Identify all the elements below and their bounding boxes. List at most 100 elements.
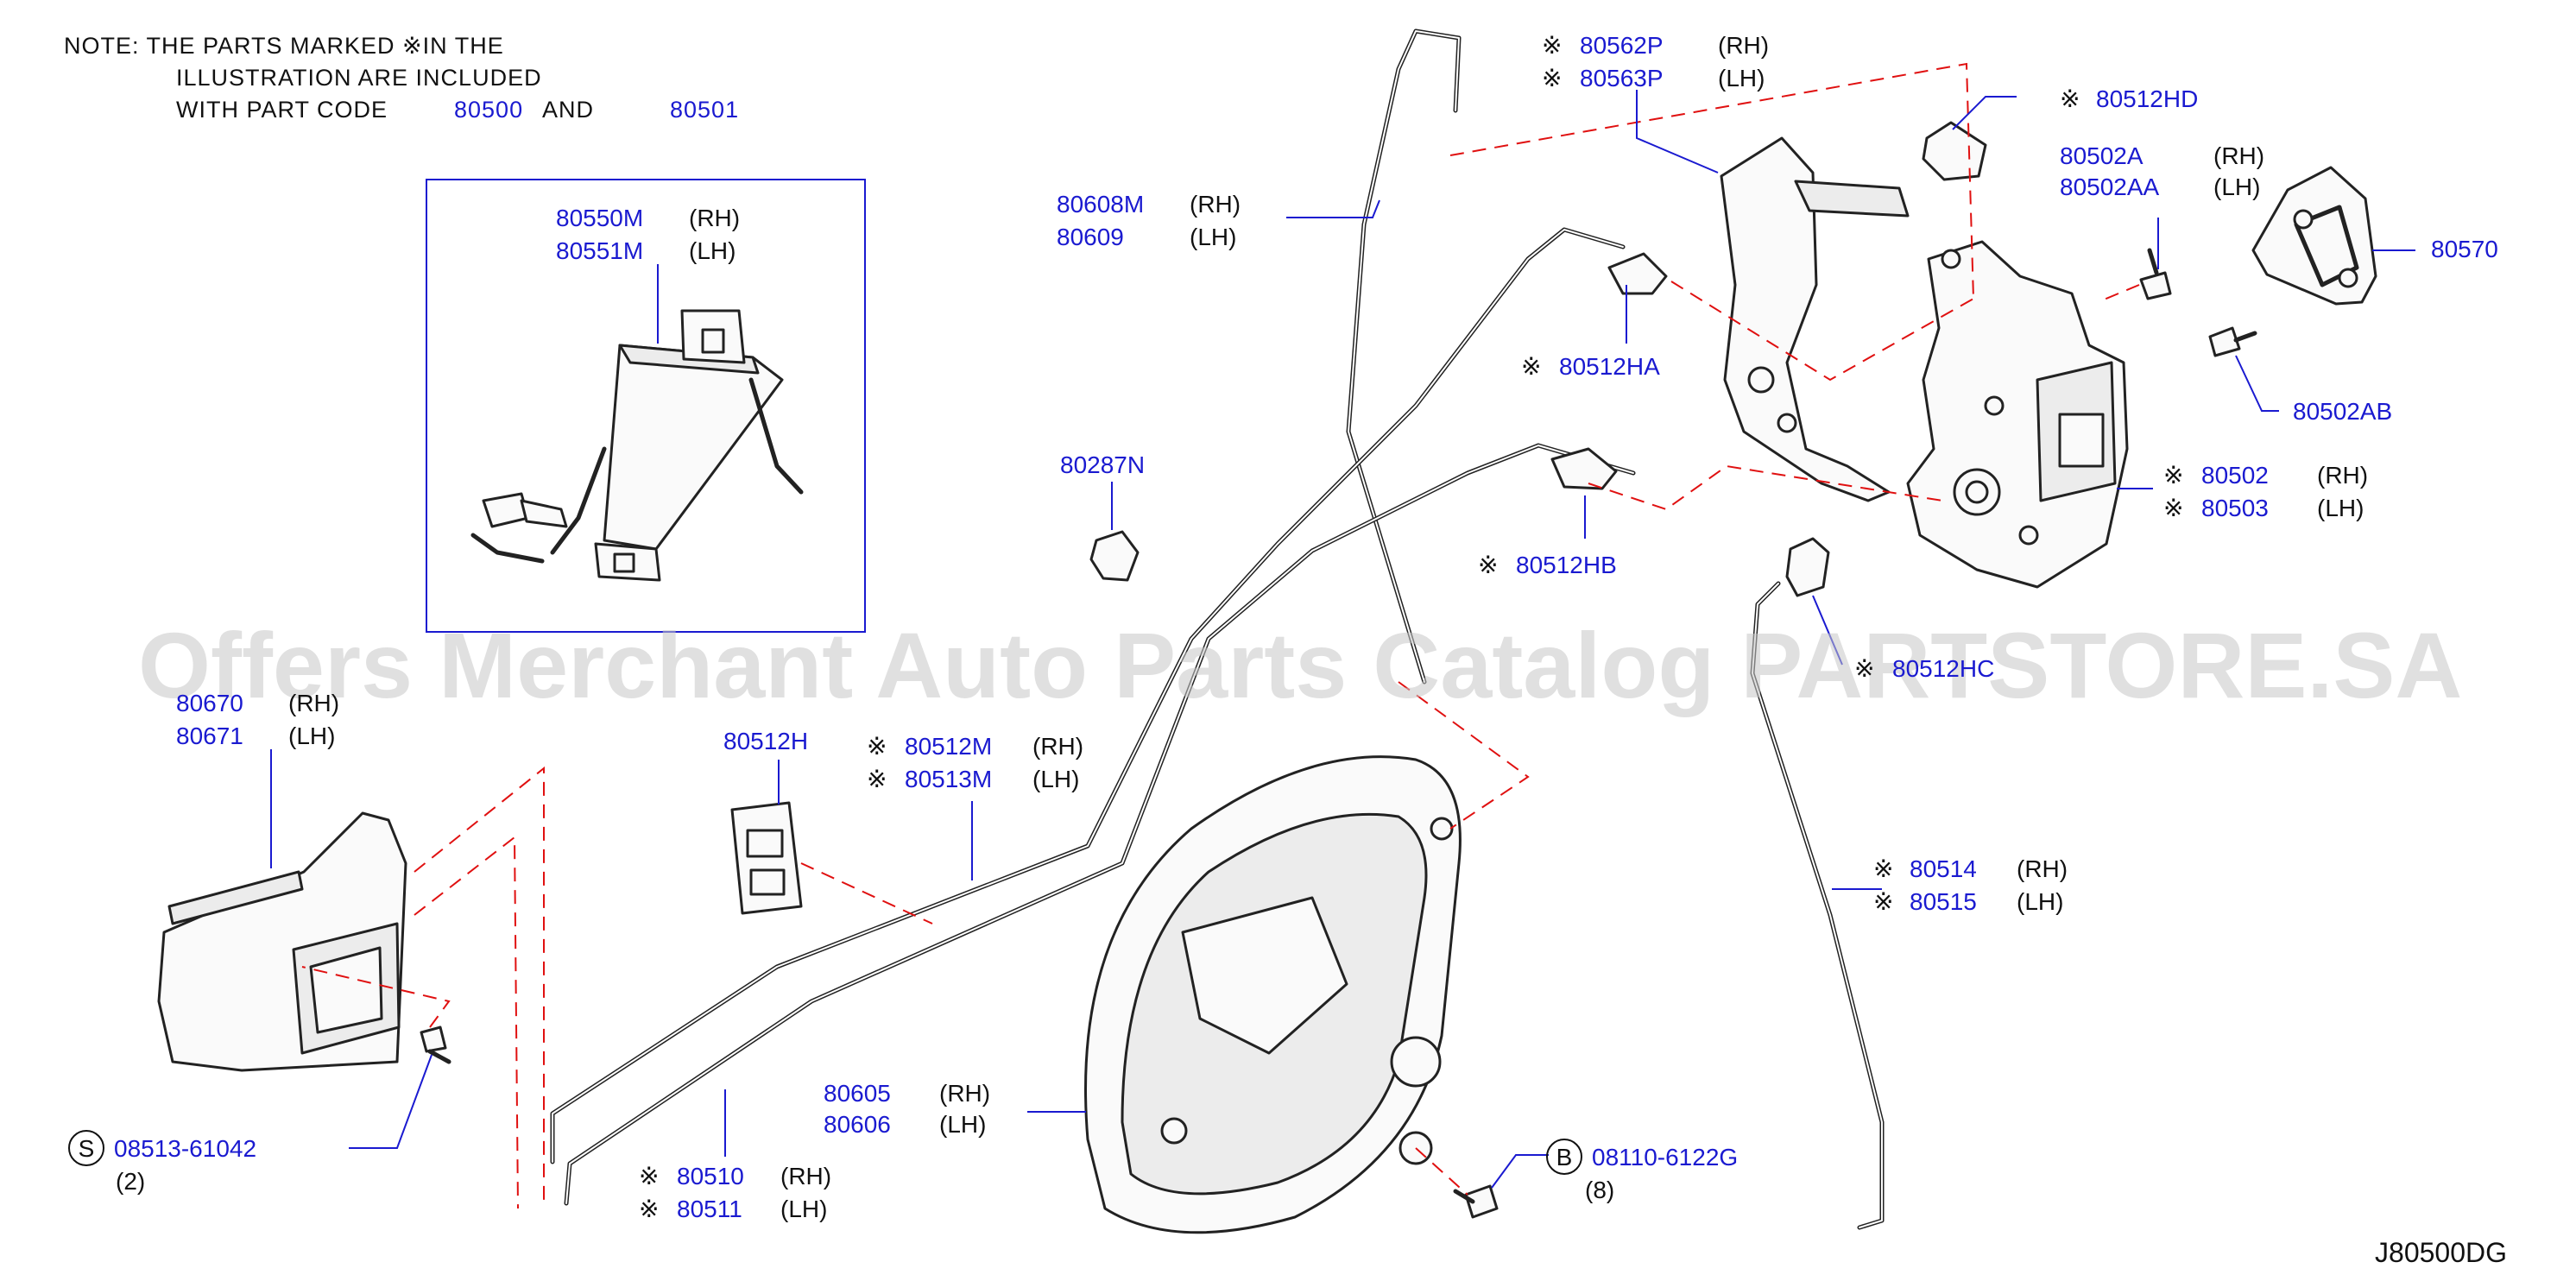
side-rh: (RH) [1190, 191, 1241, 218]
part-number-80563p[interactable]: 80563P [1580, 65, 1664, 92]
part-number-80515[interactable]: 80515 [1910, 888, 1977, 915]
screw-80502ab-illustration [2208, 326, 2257, 357]
side-rh: (RH) [689, 205, 740, 231]
part-number-80512hc[interactable]: 80512HC [1892, 655, 1994, 682]
clip-80512hb-illustration [1550, 447, 1618, 490]
part-number-80512h[interactable]: 80512H [723, 728, 808, 754]
included-mark: ※ [867, 733, 887, 760]
included-mark: ※ [1542, 65, 1562, 92]
part-number-80502ab[interactable]: 80502AB [2293, 398, 2392, 425]
part-number-80503[interactable]: 80503 [2201, 495, 2269, 521]
callout-80550m: 80550M (RH) 80551M (LH) [556, 205, 740, 264]
striker-80570-illustration [2251, 166, 2377, 306]
callout-80510: ※ 80510 (RH) ※ 80511 (LH) [639, 1163, 831, 1222]
part-number-80512hb[interactable]: 80512HB [1516, 552, 1617, 578]
included-mark: ※ [867, 766, 887, 792]
side-lh: (LH) [2317, 495, 2364, 521]
part-number-80510[interactable]: 80510 [677, 1163, 744, 1190]
inside-handle-80605-illustration [1084, 755, 1462, 1234]
note-block: NOTE: THE PARTS MARKED ※IN THE ILLUSTRAT… [64, 33, 739, 123]
side-rh: (RH) [1032, 733, 1083, 760]
part-number-80606[interactable]: 80606 [824, 1111, 891, 1138]
callout-80562p: ※ 80562P (RH) ※ 80563P (LH) [1542, 32, 1769, 92]
side-rh: (RH) [1718, 32, 1769, 59]
part-number-80512ha[interactable]: 80512HA [1559, 353, 1660, 380]
note-line-2: ILLUSTRATION ARE INCLUDED [176, 65, 542, 91]
callout-80512m: ※ 80512M (RH) ※ 80513M (LH) [867, 733, 1083, 792]
included-mark: ※ [639, 1196, 659, 1222]
callout-80514: ※ 80514 (RH) ※ 80515 (LH) [1873, 855, 2068, 915]
part-number-80670[interactable]: 80670 [176, 690, 243, 716]
side-lh: (LH) [939, 1111, 986, 1138]
included-mark: ※ [1873, 855, 1893, 882]
part-number-80287n[interactable]: 80287N [1060, 451, 1145, 478]
clip-80512hc-illustration [1785, 537, 1830, 597]
part-number-80502[interactable]: 80502 [2201, 462, 2269, 489]
quantity: (2) [116, 1168, 145, 1195]
badge-letter: S [79, 1135, 95, 1162]
part-number-80570[interactable]: 80570 [2431, 236, 2498, 262]
callout-80502: ※ 80502 (RH) ※ 80503 (LH) [2163, 462, 2368, 521]
leader-lines [270, 90, 2415, 1189]
callout-80512ha: ※ 80512HA [1521, 353, 1660, 380]
callout-80512hb: ※ 80512HB [1478, 552, 1617, 578]
side-lh: (LH) [2017, 888, 2063, 915]
note-line-3: WITH PART CODE [176, 97, 388, 123]
door-lock-80502-illustration [1906, 240, 2129, 589]
callout-80670: 80670 (RH) 80671 (LH) [176, 690, 339, 749]
side-rh: (RH) [939, 1080, 990, 1107]
part-number-80605[interactable]: 80605 [824, 1080, 891, 1107]
rods-80512m-illustration [550, 227, 1636, 1206]
part-number-80511[interactable]: 80511 [677, 1196, 742, 1222]
callout-80605: 80605 (RH) 80606 (LH) [824, 1080, 990, 1138]
part-number-80609[interactable]: 80609 [1057, 224, 1124, 250]
part-number-08110-6122g[interactable]: 08110-6122G [1592, 1144, 1738, 1171]
part-number-80550m[interactable]: 80550M [556, 205, 643, 231]
rod-80608m-illustration [1346, 28, 1462, 685]
side-lh: (LH) [2213, 174, 2260, 200]
included-mark: ※ [2163, 462, 2183, 489]
part-number-80671[interactable]: 80671 [176, 723, 243, 749]
diagram-code: J80500DG [2375, 1237, 2507, 1268]
side-lh: (LH) [1032, 766, 1079, 792]
bolt-08110-illustration [1453, 1184, 1499, 1219]
included-mark: ※ [1542, 32, 1562, 59]
side-lh: (LH) [1718, 65, 1765, 92]
included-mark: ※ [1521, 353, 1541, 380]
door-control-module-illustration [470, 309, 804, 582]
side-rh: (RH) [2317, 462, 2368, 489]
side-rh: (RH) [780, 1163, 831, 1190]
watermark: Offers Merchant Auto Parts Catalog PARTS… [138, 613, 2462, 717]
callout-08513: S 08513-61042 (2) [68, 1130, 256, 1195]
assembly-guide-lines [301, 62, 2140, 1209]
part-number-80502aa[interactable]: 80502AA [2060, 174, 2160, 200]
part-number-80562p[interactable]: 80562P [1580, 32, 1664, 59]
part-number-80551m[interactable]: 80551M [556, 237, 643, 264]
part-number-80514[interactable]: 80514 [1910, 855, 1977, 882]
note-code-80500[interactable]: 80500 [454, 97, 523, 123]
included-mark: ※ [1854, 655, 1874, 682]
bracket-80562p-illustration [1720, 136, 1910, 502]
part-number-80608m[interactable]: 80608M [1057, 191, 1144, 218]
quantity: (8) [1585, 1177, 1614, 1203]
callout-80512hc: ※ 80512HC [1854, 655, 1994, 682]
part-number-80502a[interactable]: 80502A [2060, 142, 2144, 169]
badge-circle [68, 1130, 104, 1166]
clip-80512hd-illustration [1922, 121, 1987, 181]
part-number-80513m[interactable]: 80513M [905, 766, 992, 792]
clip-80512h-illustration [730, 801, 803, 915]
part-number-08513-61042[interactable]: 08513-61042 [114, 1135, 256, 1162]
inset-box [426, 179, 866, 633]
screw-08513-illustration [420, 1025, 451, 1064]
note-code-80501[interactable]: 80501 [670, 97, 739, 123]
note-and: AND [542, 97, 594, 123]
callout-80512hd: ※ 80512HD [2060, 85, 2198, 112]
callout-80608m: 80608M (RH) 80609 (LH) [1057, 191, 1241, 250]
side-rh: (RH) [2017, 855, 2068, 882]
part-number-80512m[interactable]: 80512M [905, 733, 992, 760]
badge-letter: B [1556, 1144, 1573, 1171]
included-mark: ※ [639, 1163, 659, 1190]
part-number-80512hd[interactable]: 80512HD [2096, 85, 2198, 112]
note-line-1: NOTE: THE PARTS MARKED ※IN THE [64, 33, 504, 59]
